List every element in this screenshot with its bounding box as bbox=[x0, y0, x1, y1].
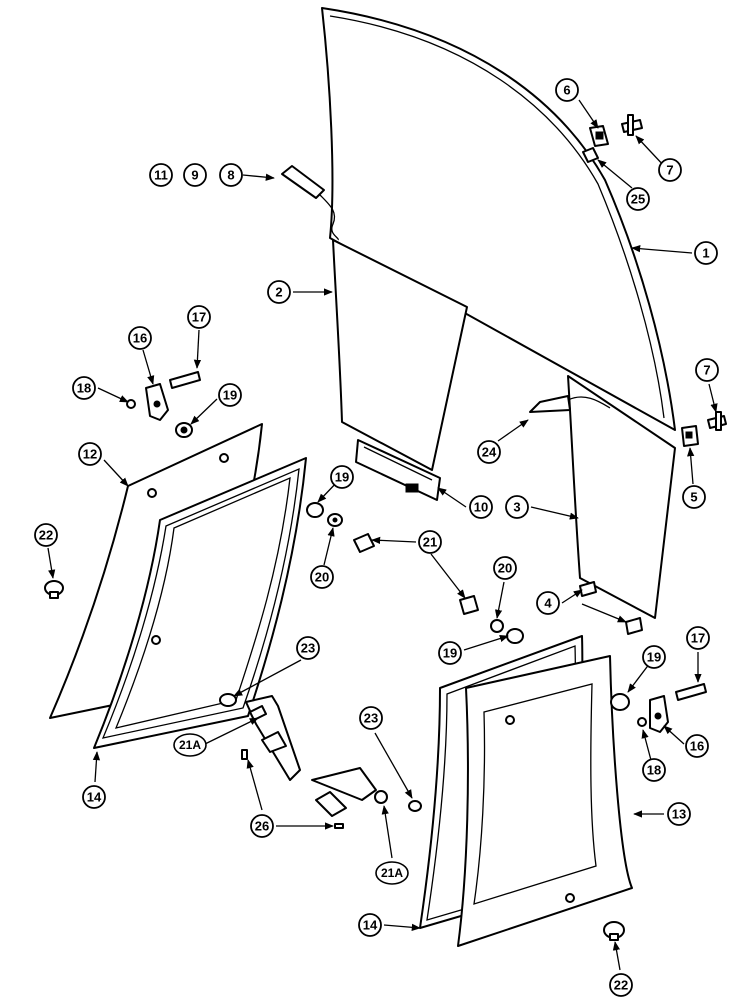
svg-text:16: 16 bbox=[133, 331, 147, 346]
knob-right bbox=[603, 921, 625, 941]
callout-5: 5 bbox=[682, 485, 706, 509]
knob-left bbox=[44, 580, 64, 599]
svg-text:22: 22 bbox=[39, 528, 53, 543]
svg-text:2: 2 bbox=[275, 285, 282, 300]
svg-text:12: 12 bbox=[83, 447, 97, 462]
left-hinge bbox=[126, 371, 201, 438]
callout-24: 24 bbox=[477, 440, 501, 464]
svg-text:14: 14 bbox=[363, 918, 378, 933]
svg-text:23: 23 bbox=[301, 641, 315, 656]
callout-23-left: 23 bbox=[296, 636, 320, 660]
callout-4: 4 bbox=[536, 591, 560, 615]
svg-text:10: 10 bbox=[474, 500, 488, 515]
callout-6: 6 bbox=[555, 78, 579, 102]
callout-14-left: 14 bbox=[82, 785, 106, 809]
svg-text:18: 18 bbox=[77, 381, 91, 396]
svg-text:19: 19 bbox=[443, 646, 457, 661]
latch-bracket bbox=[355, 439, 441, 501]
callout-9: 9 bbox=[183, 163, 207, 187]
pin-right bbox=[707, 411, 727, 431]
door-glass-panel bbox=[321, 7, 676, 431]
svg-text:25: 25 bbox=[631, 192, 645, 207]
pin-top bbox=[621, 114, 643, 136]
callout-17-right: 17 bbox=[686, 626, 710, 650]
callout-11: 11 bbox=[149, 163, 173, 187]
svg-text:7: 7 bbox=[666, 163, 673, 178]
callout-16-left: 16 bbox=[128, 326, 152, 350]
callout-16-right: 16 bbox=[685, 734, 709, 758]
callout-18-left: 18 bbox=[72, 376, 96, 400]
callout-13: 13 bbox=[667, 802, 691, 826]
callout-26: 26 bbox=[250, 814, 274, 838]
callout-1: 1 bbox=[694, 241, 718, 265]
pins-26 bbox=[241, 749, 344, 829]
right-hinge bbox=[610, 683, 707, 733]
svg-text:9: 9 bbox=[191, 168, 198, 183]
pivot-bracket-right bbox=[311, 767, 422, 817]
callout-21: 21 bbox=[418, 530, 442, 554]
callout-3: 3 bbox=[505, 495, 529, 519]
callout-23-right: 23 bbox=[359, 706, 383, 730]
callout-17-left: 17 bbox=[187, 305, 211, 329]
svg-text:21A: 21A bbox=[179, 738, 201, 752]
svg-text:19: 19 bbox=[647, 650, 661, 665]
callout-10: 10 bbox=[469, 495, 493, 519]
svg-text:19: 19 bbox=[335, 470, 349, 485]
callout-20-left: 20 bbox=[310, 565, 334, 589]
callout-7-right: 7 bbox=[695, 358, 719, 382]
callout-7-top: 7 bbox=[658, 158, 682, 182]
svg-text:23: 23 bbox=[364, 711, 378, 726]
svg-text:16: 16 bbox=[690, 739, 704, 754]
svg-text:24: 24 bbox=[482, 445, 497, 460]
svg-text:6: 6 bbox=[563, 83, 570, 98]
callout-18-right: 18 bbox=[642, 758, 666, 782]
svg-text:20: 20 bbox=[498, 561, 512, 576]
svg-text:11: 11 bbox=[154, 168, 168, 183]
callout-19-left: 19 bbox=[218, 383, 242, 407]
svg-text:3: 3 bbox=[513, 500, 520, 515]
svg-text:4: 4 bbox=[544, 596, 552, 611]
callout-12: 12 bbox=[78, 442, 102, 466]
callout-19-mid-bottom: 19 bbox=[438, 641, 462, 665]
svg-text:18: 18 bbox=[647, 763, 661, 778]
svg-text:26: 26 bbox=[255, 819, 269, 834]
svg-text:17: 17 bbox=[691, 631, 705, 646]
callout-19-mid-top: 19 bbox=[330, 465, 354, 489]
spacer-washers-mid bbox=[306, 502, 524, 644]
svg-text:14: 14 bbox=[87, 790, 102, 805]
latch-cable-right bbox=[529, 395, 611, 413]
right-glass-panel bbox=[457, 655, 633, 947]
svg-text:5: 5 bbox=[690, 490, 697, 505]
svg-text:8: 8 bbox=[227, 168, 234, 183]
callout-25: 25 bbox=[626, 187, 650, 211]
callout-21A-left: 21A bbox=[173, 733, 207, 757]
upper-latch-clip bbox=[582, 125, 609, 163]
leader-lines bbox=[47, 99, 718, 971]
svg-text:1: 1 bbox=[702, 246, 709, 261]
svg-text:19: 19 bbox=[223, 388, 237, 403]
callout-2: 2 bbox=[267, 280, 291, 304]
svg-text:20: 20 bbox=[315, 570, 329, 585]
lower-glass-panel-left bbox=[332, 239, 468, 471]
svg-text:13: 13 bbox=[672, 807, 686, 822]
callout-20-right: 20 bbox=[493, 556, 517, 580]
callout-19-right: 19 bbox=[642, 645, 666, 669]
svg-text:7: 7 bbox=[703, 363, 710, 378]
svg-text:17: 17 bbox=[192, 310, 206, 325]
callout-22-right: 22 bbox=[609, 973, 633, 997]
svg-text:21A: 21A bbox=[381, 866, 403, 880]
callout-22-left: 22 bbox=[34, 523, 58, 547]
callout-14-right: 14 bbox=[358, 913, 382, 937]
callout-21A-right: 21A bbox=[375, 861, 409, 885]
glass-clips-4 bbox=[579, 581, 643, 635]
svg-text:21: 21 bbox=[423, 535, 437, 550]
callout-8: 8 bbox=[219, 163, 243, 187]
svg-text:22: 22 bbox=[614, 978, 628, 993]
hinge-clip-5 bbox=[681, 425, 699, 447]
latch-cable-top bbox=[281, 165, 339, 241]
